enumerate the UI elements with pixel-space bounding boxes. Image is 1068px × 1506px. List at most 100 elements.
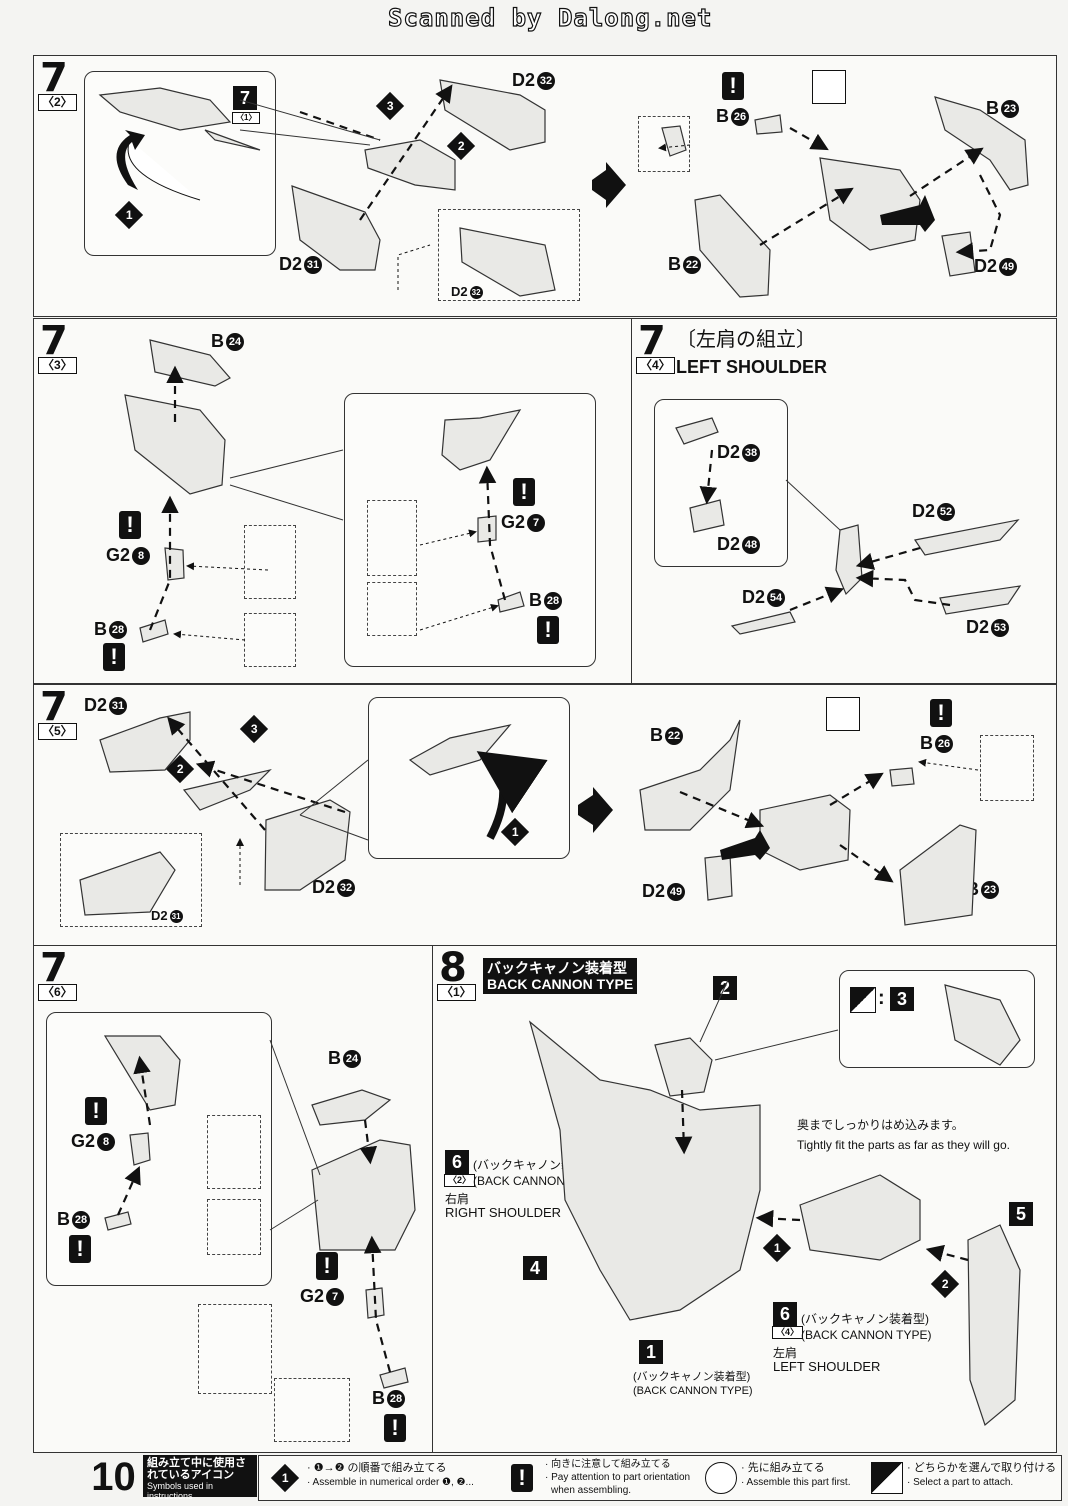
substep-label: 〈2〉 <box>38 94 77 111</box>
step-number: 7 <box>40 945 68 991</box>
assemble-first-icon <box>705 1462 737 1494</box>
assemble-first-icon <box>826 697 860 731</box>
orientation-warning-icon: ! <box>513 478 535 506</box>
part-drawing <box>675 417 719 445</box>
part-drawing <box>914 519 1020 556</box>
part-drawing <box>528 1020 761 1321</box>
part-drawing <box>99 711 191 773</box>
part-drawing <box>79 851 176 916</box>
footer-icons: 1 · ❶→❷ の順番で組み立てる · Assemble in numerica… <box>258 1455 1062 1501</box>
part-drawing <box>439 79 546 151</box>
fit-note-jp: 奥までしっかりはめ込みます。 <box>797 1118 964 1132</box>
orientation-warning-icon: ! <box>930 699 952 727</box>
part-callout-2: 2 <box>713 976 737 1000</box>
part-drawing <box>889 767 915 787</box>
part-drawing <box>408 724 512 776</box>
part-drawing <box>835 524 863 596</box>
part-drawing <box>694 194 771 298</box>
page-number: 10 <box>91 1455 136 1499</box>
part-callout-1: 1 <box>639 1340 663 1364</box>
icon-3-en: · Assemble this part first. <box>741 1477 851 1488</box>
part-drawing <box>124 394 226 495</box>
step-title-jp: バックキャノン装着型 <box>487 960 627 976</box>
inset-substep: 〈1〉 <box>232 112 261 124</box>
step-title-en: LEFT SHOULDER <box>676 357 827 377</box>
step-title-jp: 〔左肩の組立〕 <box>676 329 816 351</box>
assemble-first-icon <box>812 70 846 104</box>
step-number: 7 <box>40 684 68 730</box>
icon-2-en2: when assembling. <box>551 1485 632 1496</box>
ref-6-4-jp: (バックキャノン装着型) <box>801 1312 929 1326</box>
part-drawing <box>204 129 261 151</box>
footer-legend: 組み立て中に使用されているアイコン Symbols used in instru… <box>143 1455 257 1501</box>
part-drawing <box>754 114 783 135</box>
right-shoulder-en: RIGHT SHOULDER <box>445 1205 562 1220</box>
part-drawing <box>441 409 522 471</box>
part-drawing <box>819 157 921 251</box>
icon-2-jp: · 向きに注意して組み立てる <box>545 1459 671 1470</box>
ref-6-2: 6 <box>445 1150 469 1174</box>
part-drawing <box>654 1037 713 1097</box>
part-drawing <box>497 591 525 613</box>
part-drawing <box>129 1132 151 1166</box>
step-number: 7 <box>40 318 68 364</box>
step-number: 7 <box>40 55 68 101</box>
icon-4-jp: · どちらかを選んで取り付ける <box>907 1462 1057 1474</box>
ref-6-4-en: (BACK CANNON TYPE) <box>801 1328 932 1342</box>
part-drawing <box>759 794 851 871</box>
part-drawing <box>939 585 1022 615</box>
orientation-warning-icon: ! <box>384 1414 406 1442</box>
assemble-order-icon: 1 <box>270 1463 300 1493</box>
icon-1-jp: · ❶→❷ の順番で組み立てる <box>307 1462 447 1474</box>
orientation-reference-box <box>198 1304 272 1394</box>
substep-label: 〈5〉 <box>38 723 77 740</box>
orientation-warning-icon: ! <box>316 1252 338 1280</box>
part-drawing <box>704 854 733 901</box>
icon-1-en: · Assemble in numerical order ❶, ❷... <box>307 1477 474 1488</box>
left-shoulder-jp: 左肩 <box>773 1346 798 1360</box>
ref-1-en: (BACK CANNON TYPE) <box>633 1385 753 1397</box>
ref-1-jp: (バックキャノン装着型) <box>633 1371 751 1383</box>
part-drawing <box>661 125 687 157</box>
orientation-reference-box <box>367 500 417 576</box>
part-drawing <box>379 1367 409 1389</box>
select-part-icon <box>850 987 876 1013</box>
legend-jp: 組み立て中に使用されているアイコン <box>147 1457 246 1481</box>
orientation-warning-icon: ! <box>119 511 141 539</box>
part-drawing <box>689 499 725 533</box>
scan-credit: Scanned by Dalong.net <box>387 3 713 32</box>
orientation-icon: ! <box>511 1464 533 1492</box>
part-drawing <box>967 1224 1021 1427</box>
part-callout-4: 4 <box>523 1256 547 1280</box>
orientation-reference-box <box>980 735 1034 801</box>
orientation-warning-icon: ! <box>85 1097 107 1125</box>
left-shoulder-en: LEFT SHOULDER <box>773 1359 881 1374</box>
select-colon: : <box>878 987 885 1009</box>
part-drawing <box>730 611 796 635</box>
part-drawing <box>311 1139 416 1251</box>
part-drawing <box>934 96 1029 191</box>
substep-label: 〈1〉 <box>437 984 476 1001</box>
part-callout-5: 5 <box>1009 1202 1033 1226</box>
part-drawing <box>98 87 232 131</box>
